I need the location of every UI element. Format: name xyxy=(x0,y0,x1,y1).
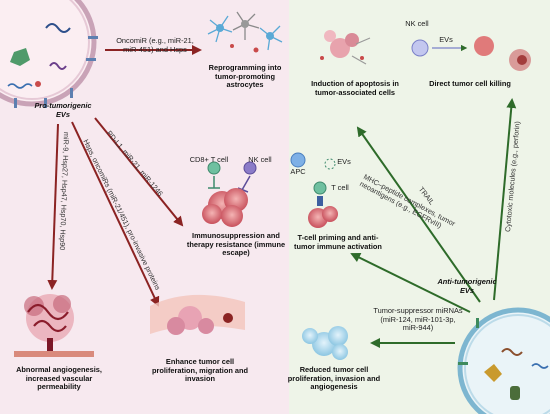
outcome-angiogenesis: Abnormal angiogenesis, increased vascula… xyxy=(16,365,102,392)
label-nk-cell-left: NK cell xyxy=(248,155,272,164)
arrow-to-proliferation xyxy=(71,121,160,307)
angiogenesis-illustration xyxy=(14,294,94,357)
immune-escape-illustration xyxy=(202,161,257,227)
anti-ev-title: Anti-tumorigenic EVs xyxy=(437,277,497,295)
arrow-to-killing xyxy=(493,98,517,301)
label-cd8-tcell: CD8+ T cell xyxy=(189,155,229,164)
proliferation-illustration xyxy=(150,294,245,335)
arrow-to-angiogenesis xyxy=(47,123,59,290)
label-evs-mid: EVs xyxy=(337,157,351,166)
apoptosis-illustration xyxy=(320,30,371,65)
label-tcell: T cell xyxy=(331,183,349,192)
outcome-immune-escape: Immunosuppression and therapy resistance… xyxy=(186,231,286,258)
anti-arrows xyxy=(350,98,517,348)
outcome-proliferation: Enhance tumor cell proliferation, migrat… xyxy=(151,357,249,384)
label-evs-top: EVs xyxy=(439,35,453,44)
outcome-killing: Direct tumor cell killing xyxy=(429,79,511,88)
label-apc: APC xyxy=(290,167,306,176)
outcome-astrocytes: Reprogramming into tumor-promoting astro… xyxy=(208,63,282,90)
astrocytes-illustration xyxy=(207,11,283,53)
pro-arrows xyxy=(47,45,202,307)
pro-ev-title: Pro-tumorigenic EVs xyxy=(34,101,92,119)
arrow-to-tcell-priming xyxy=(350,253,471,313)
outcome-apoptosis: Induction of apoptosis in tumor-associat… xyxy=(311,79,399,97)
anti-ev-vesicle xyxy=(457,307,550,414)
outcome-reduced-proliferation: Reduced tumor cell proliferation, invasi… xyxy=(287,365,381,392)
outcome-tcell-priming: T-cell priming and anti-tumor immune act… xyxy=(294,233,382,251)
arrow-to-immune-escape xyxy=(94,117,184,227)
label-suppressor-mirnas: Tumor-suppressor miRNAs (miR-124, miR-10… xyxy=(373,306,463,333)
label-nk-cell-right: NK cell xyxy=(405,19,429,28)
pro-ev-vesicle xyxy=(0,0,98,108)
reduced-proliferation-illustration xyxy=(302,326,348,360)
arrow-to-apoptosis xyxy=(356,126,481,303)
tcell-priming-illustration xyxy=(290,152,338,228)
nk-killing-illustration xyxy=(411,36,531,71)
label-oncomir-hsps: OncomiR (e.g., miR-21, miR-451) and Hsps xyxy=(116,36,194,54)
